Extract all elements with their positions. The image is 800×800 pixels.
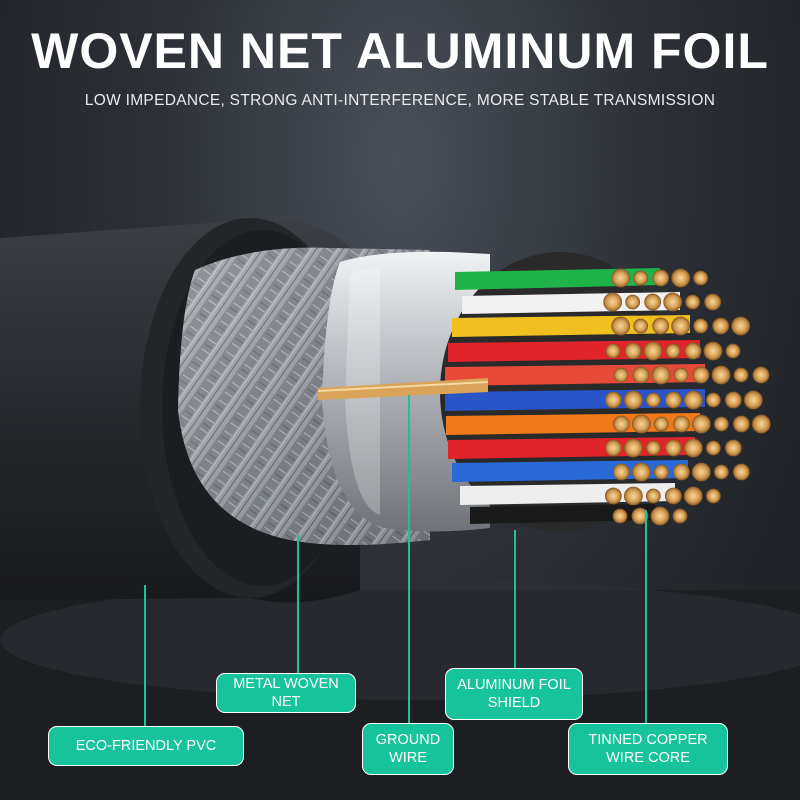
copper-tip (703, 341, 723, 361)
copper-tip (725, 343, 741, 359)
copper-tip (623, 390, 643, 410)
copper-tip (693, 270, 709, 286)
label-eco-friendly-pvc: ECO-FRIENDLY PVC (48, 726, 244, 766)
copper-tip (712, 317, 730, 335)
copper-tip (664, 487, 682, 505)
copper-tip (623, 438, 643, 458)
copper-wire-tips (603, 268, 771, 526)
woven-net-leader-line (297, 535, 299, 678)
copper-tip (645, 440, 661, 456)
copper-tip (645, 488, 661, 504)
copper-tip (733, 367, 749, 383)
copper-tip (673, 367, 689, 383)
copper-tip (663, 292, 683, 312)
copper-tip (705, 440, 721, 456)
copper-core-leader-line (645, 510, 647, 732)
copper-tip (683, 486, 703, 506)
copper-tip (724, 439, 742, 457)
copper-tip (685, 294, 701, 310)
copper-tip (664, 391, 682, 409)
copper-tip (713, 416, 729, 432)
copper-tip (612, 415, 630, 433)
copper-tip (713, 464, 729, 480)
copper-tip (632, 366, 650, 384)
copper-tip (611, 268, 631, 288)
copper-tip (751, 414, 771, 434)
copper-tip (643, 341, 663, 361)
foil-shield-leader-line (514, 530, 516, 675)
copper-tip (705, 392, 721, 408)
copper-tip (653, 416, 669, 432)
label-metal-woven-net: METAL WOVEN NET (216, 673, 356, 713)
copper-tip (624, 342, 642, 360)
copper-tip (625, 294, 641, 310)
copper-tip (691, 462, 711, 482)
copper-tip (705, 488, 721, 504)
copper-tip (692, 366, 710, 384)
label-aluminum-foil-shield: ALUMINUM FOIL SHIELD (445, 668, 583, 720)
copper-tip (711, 365, 731, 385)
copper-tip (604, 487, 622, 505)
copper-tip (645, 392, 661, 408)
copper-tip (732, 463, 750, 481)
copper-tip (631, 462, 651, 482)
copper-tip (683, 438, 703, 458)
copper-tip (652, 317, 670, 335)
copper-tip (672, 415, 690, 433)
copper-tip (611, 316, 631, 336)
copper-tip (631, 507, 649, 525)
copper-tip (633, 270, 649, 286)
copper-tip (665, 343, 681, 359)
pvc-leader-line (144, 585, 146, 730)
page-title: WOVEN NET ALUMINUM FOIL (31, 23, 769, 79)
copper-tip (605, 343, 621, 359)
copper-tip (684, 342, 702, 360)
copper-tip (724, 391, 742, 409)
copper-tip (612, 463, 630, 481)
copper-tip (731, 316, 751, 336)
copper-tip (653, 464, 669, 480)
copper-tip (693, 318, 709, 334)
copper-tip (633, 318, 649, 334)
copper-tip (651, 365, 671, 385)
copper-tip (672, 463, 690, 481)
page-subtitle: LOW IMPEDANCE, STRONG ANTI-INTERFERENCE,… (84, 92, 716, 109)
copper-tip (631, 414, 651, 434)
copper-tip (683, 390, 703, 410)
copper-tip (623, 486, 643, 506)
copper-tip (652, 269, 670, 287)
copper-tip (650, 506, 670, 526)
copper-tip (672, 508, 688, 524)
copper-tip (604, 391, 622, 409)
copper-tip (743, 390, 763, 410)
label-tinned-copper-wire-core: TINNED COPPER WIRE CORE (568, 723, 728, 775)
copper-tip (603, 292, 623, 312)
copper-tip (752, 366, 770, 384)
copper-tip (732, 415, 750, 433)
ground-wire (317, 378, 489, 400)
ground-wire-leader-line (408, 395, 410, 728)
copper-tip (612, 508, 628, 524)
label-ground-wire: GROUND WIRE (362, 723, 454, 775)
copper-tip (671, 268, 691, 288)
copper-tip (613, 367, 629, 383)
copper-tip (691, 414, 711, 434)
copper-tip (664, 439, 682, 457)
copper-tip (671, 316, 691, 336)
copper-tip (704, 293, 722, 311)
copper-tip (604, 439, 622, 457)
copper-tip (644, 293, 662, 311)
